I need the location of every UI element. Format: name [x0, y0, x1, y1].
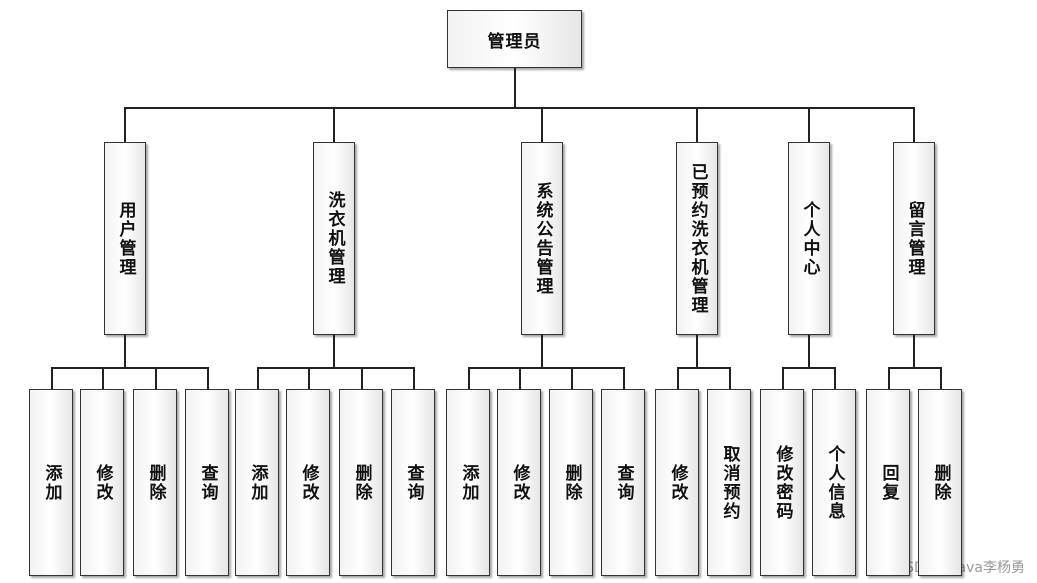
leaf-node-label: 添加: [458, 463, 479, 502]
child-bus-4: [677, 367, 731, 369]
child-bus-3: [468, 367, 625, 369]
leaf-node: 删除: [549, 389, 593, 576]
leaf-node-label: 删除: [351, 463, 372, 502]
child-connector-2-3: [361, 367, 363, 389]
leaf-node-label: 查询: [197, 463, 218, 502]
module-node-2: 洗衣机管理: [313, 142, 355, 335]
child-connector-6-1: [888, 367, 890, 389]
module-node-4: 已预约洗衣机管理: [676, 142, 718, 335]
module-stem-2: [333, 335, 335, 367]
leaf-node: 修改: [497, 389, 541, 576]
module-node-6-label: 留言管理: [904, 200, 925, 277]
leaf-node: 修改密码: [760, 389, 804, 576]
leaf-node-label: 添加: [41, 463, 62, 502]
child-connector-2-1: [257, 367, 259, 389]
leaf-node: 添加: [235, 389, 279, 576]
child-connector-2-2: [308, 367, 310, 389]
child-connector-4-1: [677, 367, 679, 389]
root-label: 管理员: [487, 31, 542, 52]
child-connector-6-2: [940, 367, 942, 389]
module-connector-6: [913, 108, 915, 142]
module-connector-5: [808, 108, 810, 142]
leaf-node: 查询: [185, 389, 229, 576]
leaf-node: 删除: [339, 389, 383, 576]
child-connector-3-4: [623, 367, 625, 389]
leaf-node-label: 修改密码: [772, 444, 793, 521]
leaf-node-label: 个人信息: [824, 444, 845, 521]
leaf-node: 修改: [286, 389, 330, 576]
leaf-node: 删除: [133, 389, 177, 576]
leaf-node: 查询: [391, 389, 435, 576]
root-connector: [514, 68, 516, 108]
leaf-node: 修改: [655, 389, 699, 576]
module-node-1: 用户管理: [104, 142, 146, 335]
leaf-node-label: 删除: [145, 463, 166, 502]
module-connector-4: [696, 108, 698, 142]
child-connector-1-1: [51, 367, 53, 389]
child-connector-1-4: [207, 367, 209, 389]
leaf-node: 修改: [80, 389, 124, 576]
module-stem-4: [696, 335, 698, 367]
main-bus: [124, 107, 915, 109]
leaf-node-label: 修改: [298, 463, 319, 502]
module-node-1-label: 用户管理: [115, 200, 136, 277]
module-stem-6: [913, 335, 915, 367]
child-connector-1-3: [155, 367, 157, 389]
leaf-node-label: 修改: [92, 463, 113, 502]
child-connector-4-2: [729, 367, 731, 389]
leaf-node: 添加: [29, 389, 73, 576]
leaf-node-label: 删除: [561, 463, 582, 502]
leaf-node: 删除: [918, 389, 962, 576]
child-connector-5-2: [834, 367, 836, 389]
child-bus-5: [782, 367, 836, 369]
child-connector-3-2: [519, 367, 521, 389]
root-node: 管理员: [447, 10, 582, 68]
leaf-node: 查询: [601, 389, 645, 576]
leaf-node: 取消预约: [707, 389, 751, 576]
leaf-node: 回复: [866, 389, 910, 576]
module-node-6: 留言管理: [893, 142, 935, 335]
leaf-node-label: 查询: [403, 463, 424, 502]
leaf-node-label: 修改: [667, 463, 688, 502]
leaf-node-label: 查询: [613, 463, 634, 502]
leaf-node-label: 修改: [509, 463, 530, 502]
child-connector-3-1: [468, 367, 470, 389]
child-bus-6: [888, 367, 942, 369]
module-node-5: 个人中心: [788, 142, 830, 335]
child-connector-5-1: [782, 367, 784, 389]
child-connector-1-2: [102, 367, 104, 389]
child-bus-1: [51, 367, 209, 369]
leaf-node: 个人信息: [812, 389, 856, 576]
leaf-node-label: 取消预约: [719, 444, 740, 521]
child-connector-3-3: [571, 367, 573, 389]
module-node-4-label: 已预约洗衣机管理: [687, 162, 708, 315]
module-connector-3: [541, 108, 543, 142]
module-node-3: 系统公告管理: [521, 142, 563, 335]
module-connector-1: [124, 108, 126, 142]
leaf-node-label: 回复: [878, 463, 899, 502]
child-connector-2-4: [413, 367, 415, 389]
leaf-node-label: 添加: [247, 463, 268, 502]
module-node-2-label: 洗衣机管理: [324, 191, 345, 286]
module-stem-3: [541, 335, 543, 367]
module-stem-1: [124, 335, 126, 367]
child-bus-2: [257, 367, 415, 369]
leaf-node-label: 删除: [930, 463, 951, 502]
module-connector-2: [333, 108, 335, 142]
module-node-3-label: 系统公告管理: [532, 181, 553, 296]
leaf-node: 添加: [446, 389, 490, 576]
module-stem-5: [808, 335, 810, 367]
module-node-5-label: 个人中心: [799, 200, 820, 277]
